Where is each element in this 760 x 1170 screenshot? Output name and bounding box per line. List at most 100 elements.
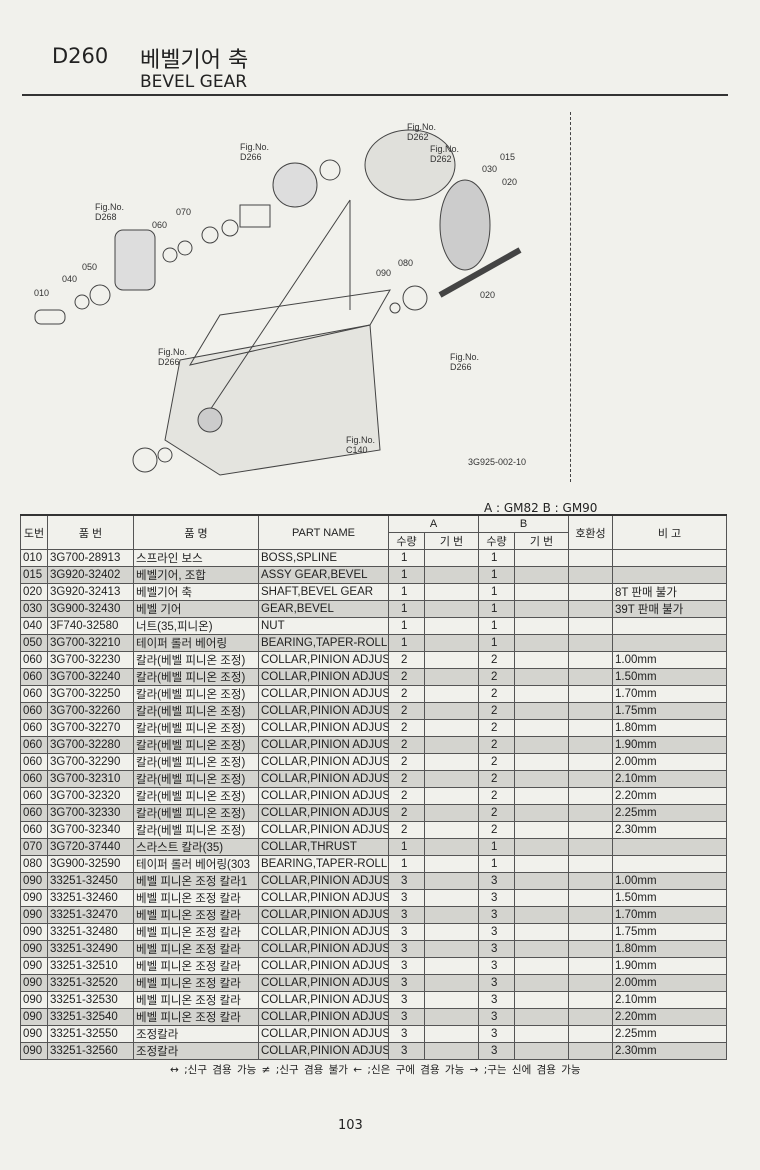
cell-compat	[568, 940, 613, 958]
cell-name-ko: 베벨 피니온 조정 칼라	[133, 940, 259, 958]
cell-compat	[568, 617, 613, 635]
cell-name-ko: 베벨 피니온 조정 칼라	[133, 957, 259, 975]
cell-a-qty: 3	[388, 974, 425, 992]
cell-name-ko: 칼라(베벨 피니온 조정)	[133, 787, 259, 805]
cell-part-no: 3G700-32250	[47, 685, 134, 703]
cell-name-ko: 베벨 피니온 조정 칼라	[133, 889, 259, 907]
cell-ref-no: 015	[20, 566, 48, 584]
cell-b-qty: 2	[478, 651, 515, 669]
cell-ref-no: 090	[20, 906, 48, 924]
cell-ref-no: 010	[20, 549, 48, 567]
cell-name-ko: 베벨 피니온 조정 칼라	[133, 923, 259, 941]
cell-b-serial	[514, 1042, 569, 1060]
cell-ref-no: 040	[20, 617, 48, 635]
cell-remarks: 1.70mm	[612, 685, 727, 703]
cell-part-name: NUT	[258, 617, 389, 635]
cell-part-no: 3G700-32280	[47, 736, 134, 754]
cell-b-qty: 3	[478, 906, 515, 924]
cell-part-name: COLLAR,PINION ADJUST	[258, 906, 389, 924]
cell-remarks: 2.00mm	[612, 974, 727, 992]
svg-text:090: 090	[376, 268, 391, 278]
cell-b-qty: 3	[478, 1025, 515, 1043]
cell-remarks: 1.00mm	[612, 872, 727, 890]
header-name-ko: 품 명	[133, 514, 259, 550]
cell-compat	[568, 600, 613, 618]
svg-text:020: 020	[480, 290, 495, 300]
cell-ref-no: 090	[20, 872, 48, 890]
cell-remarks: 1.75mm	[612, 923, 727, 941]
cell-part-no: 3G700-28913	[47, 549, 134, 567]
cell-b-qty: 3	[478, 923, 515, 941]
cell-part-name: COLLAR,PINION ADJUST	[258, 923, 389, 941]
cell-name-ko: 베벨기어, 조합	[133, 566, 259, 584]
cell-compat	[568, 855, 613, 873]
cell-remarks: 2.25mm	[612, 1025, 727, 1043]
svg-text:D262: D262	[430, 154, 452, 164]
cell-a-serial	[424, 736, 479, 754]
header-a-qty: 수량	[388, 532, 425, 550]
cell-b-serial	[514, 566, 569, 584]
cell-a-qty: 3	[388, 872, 425, 890]
cell-a-serial	[424, 804, 479, 822]
cell-b-qty: 1	[478, 566, 515, 584]
header-b-qty: 수량	[478, 532, 515, 550]
cell-part-name: COLLAR,PINION ADJUST	[258, 1008, 389, 1026]
cell-part-no: 3G700-32310	[47, 770, 134, 788]
header-rule	[22, 94, 728, 96]
cell-compat	[568, 923, 613, 941]
cell-a-serial	[424, 702, 479, 720]
cell-remarks: 2.10mm	[612, 770, 727, 788]
cell-remarks: 2.30mm	[612, 821, 727, 839]
cell-b-qty: 3	[478, 957, 515, 975]
cell-remarks: 1.80mm	[612, 940, 727, 958]
cell-part-name: BOSS,SPLINE	[258, 549, 389, 567]
cell-b-qty: 2	[478, 821, 515, 839]
cell-a-serial	[424, 1008, 479, 1026]
cell-a-serial	[424, 821, 479, 839]
cell-compat	[568, 753, 613, 771]
cell-remarks: 2.20mm	[612, 1008, 727, 1026]
cell-part-name: GEAR,BEVEL	[258, 600, 389, 618]
cell-b-serial	[514, 1025, 569, 1043]
cell-name-ko: 테이퍼 롤러 베어링(303	[133, 855, 259, 873]
cell-name-ko: 칼라(베벨 피니온 조정)	[133, 821, 259, 839]
cell-name-ko: 베벨 피니온 조정 칼라	[133, 991, 259, 1009]
section-code: D260	[52, 44, 109, 68]
svg-text:Fig.No.: Fig.No.	[346, 435, 375, 445]
cell-part-name: COLLAR,PINION ADJUST	[258, 872, 389, 890]
cell-remarks: 39T 판매 불가	[612, 600, 727, 618]
cell-a-serial	[424, 600, 479, 618]
section-title-english: BEVEL GEAR	[140, 72, 248, 92]
page-number: 103	[338, 1118, 363, 1133]
cell-name-ko: 조정칼라	[133, 1025, 259, 1043]
cell-b-qty: 1	[478, 855, 515, 873]
cell-remarks: 1.90mm	[612, 736, 727, 754]
cell-name-ko: 칼라(베벨 피니온 조정)	[133, 651, 259, 669]
svg-text:D266: D266	[450, 362, 472, 372]
cell-a-serial	[424, 685, 479, 703]
svg-text:D266: D266	[158, 357, 180, 367]
cell-a-serial	[424, 668, 479, 686]
cell-b-qty: 1	[478, 549, 515, 567]
cell-part-name: COLLAR,PINION ADJUST	[258, 753, 389, 771]
cell-part-name: ASSY GEAR,BEVEL	[258, 566, 389, 584]
cell-a-serial	[424, 549, 479, 567]
cell-compat	[568, 651, 613, 669]
cell-b-qty: 1	[478, 617, 515, 635]
cell-part-name: COLLAR,PINION ADJUST	[258, 651, 389, 669]
cell-part-name: COLLAR,PINION ADJUST	[258, 957, 389, 975]
cell-ref-no: 050	[20, 634, 48, 652]
header-compat: 호환성	[568, 514, 613, 550]
cell-name-ko: 칼라(베벨 피니온 조정)	[133, 668, 259, 686]
cell-part-name: COLLAR,PINION ADJUST	[258, 685, 389, 703]
exploded-parts-diagram: Fig.No.D262 Fig.No.D266 Fig.No.D262 0150…	[34, 122, 526, 476]
svg-text:040: 040	[62, 274, 77, 284]
cell-name-ko: 너트(35,피니온)	[133, 617, 259, 635]
cell-ref-no: 060	[20, 821, 48, 839]
cell-remarks: 2.25mm	[612, 804, 727, 822]
